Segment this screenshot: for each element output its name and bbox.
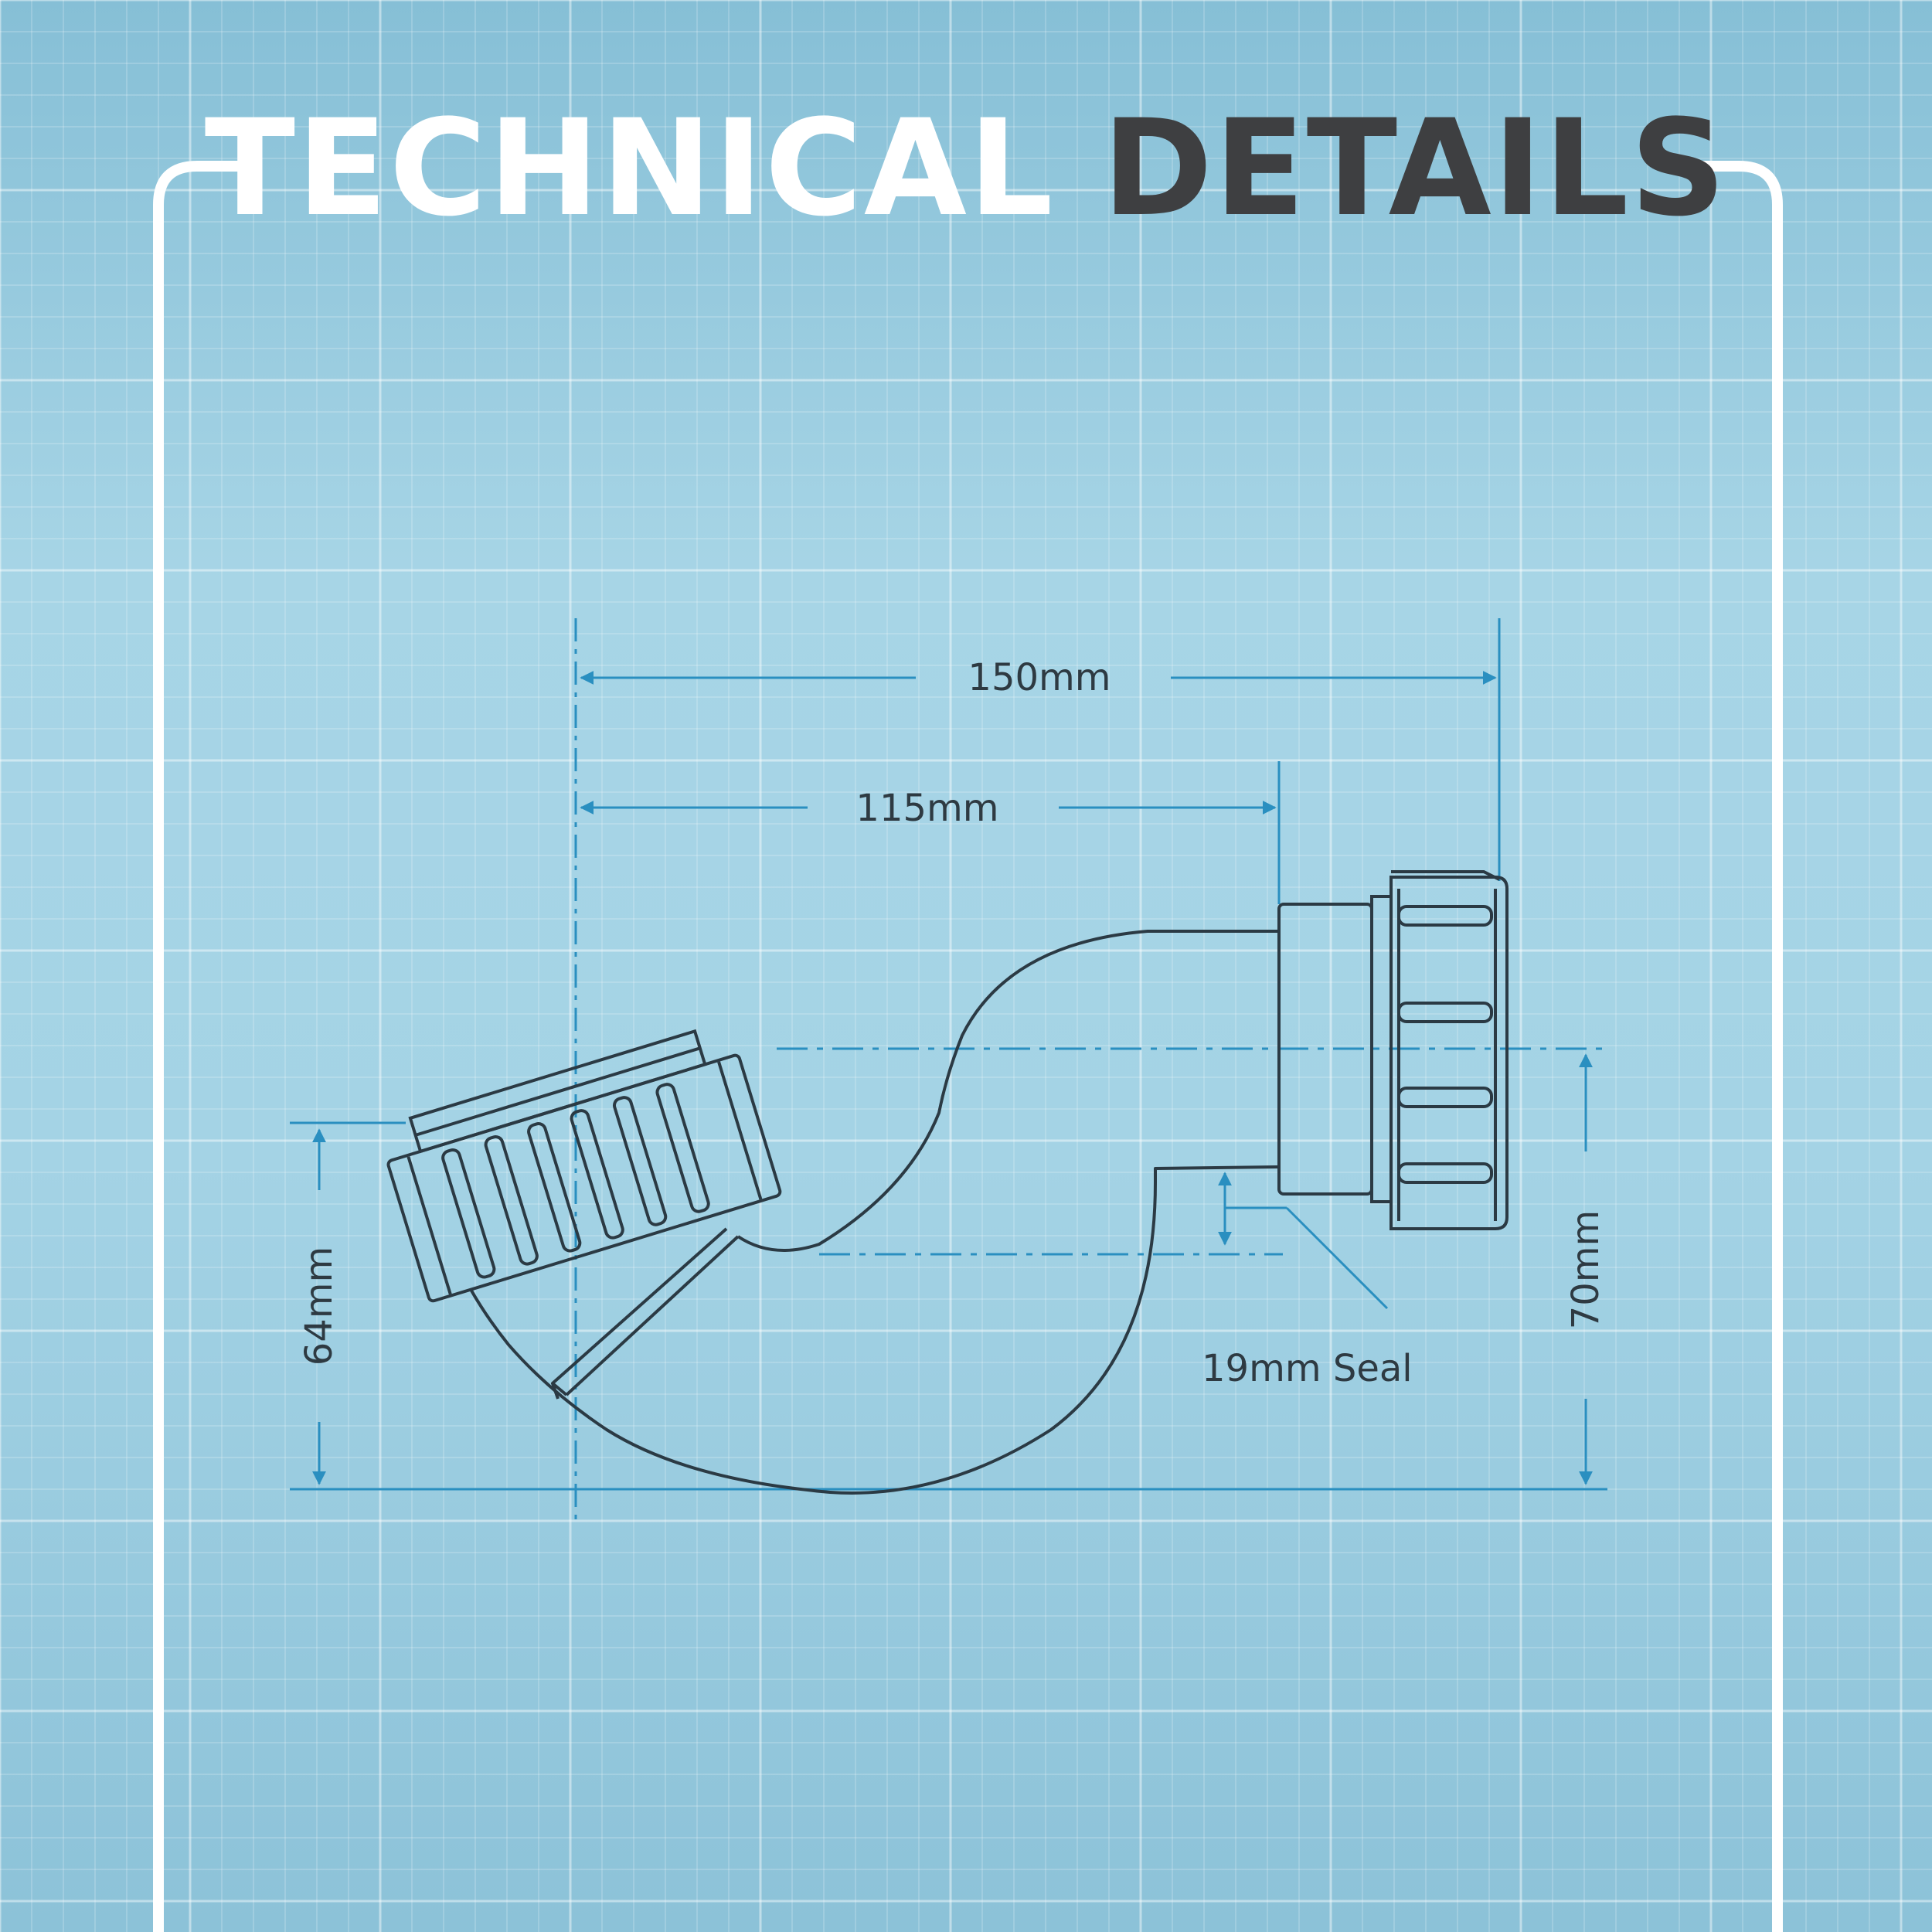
- page-title: TECHNICAL DETAILS: [0, 91, 1932, 246]
- nut-rib: [1397, 1162, 1493, 1184]
- nut-rib: [1397, 1002, 1493, 1023]
- trap-body: [470, 930, 1280, 1495]
- nut-rib: [527, 1122, 582, 1253]
- label-19mm-seal: 19mm Seal: [1202, 1347, 1413, 1390]
- outlet-socket: [1277, 870, 1509, 1230]
- label-115mm: 115mm: [855, 787, 998, 830]
- nut-rib: [441, 1148, 496, 1279]
- nut-rib: [612, 1096, 668, 1226]
- title-word-details: DETAILS: [1102, 90, 1728, 246]
- inlet-nut-ribs: [441, 1083, 710, 1279]
- label-150mm: 150mm: [968, 656, 1111, 699]
- nut-rib: [570, 1109, 624, 1240]
- nut-rib: [1397, 905, 1493, 927]
- nut-rib: [655, 1083, 710, 1213]
- label-70mm: 70mm: [1564, 1210, 1607, 1330]
- dimension-arrows: [312, 671, 1593, 1485]
- title-word-technical: TECHNICAL: [204, 90, 1055, 246]
- outlet-nut-ribs: [1397, 905, 1493, 1184]
- inlet-nut: [386, 1029, 782, 1303]
- extension-lines: [290, 618, 1607, 1526]
- nut-rib: [1397, 1087, 1493, 1108]
- label-64mm: 64mm: [298, 1247, 341, 1366]
- nut-rib: [484, 1135, 539, 1266]
